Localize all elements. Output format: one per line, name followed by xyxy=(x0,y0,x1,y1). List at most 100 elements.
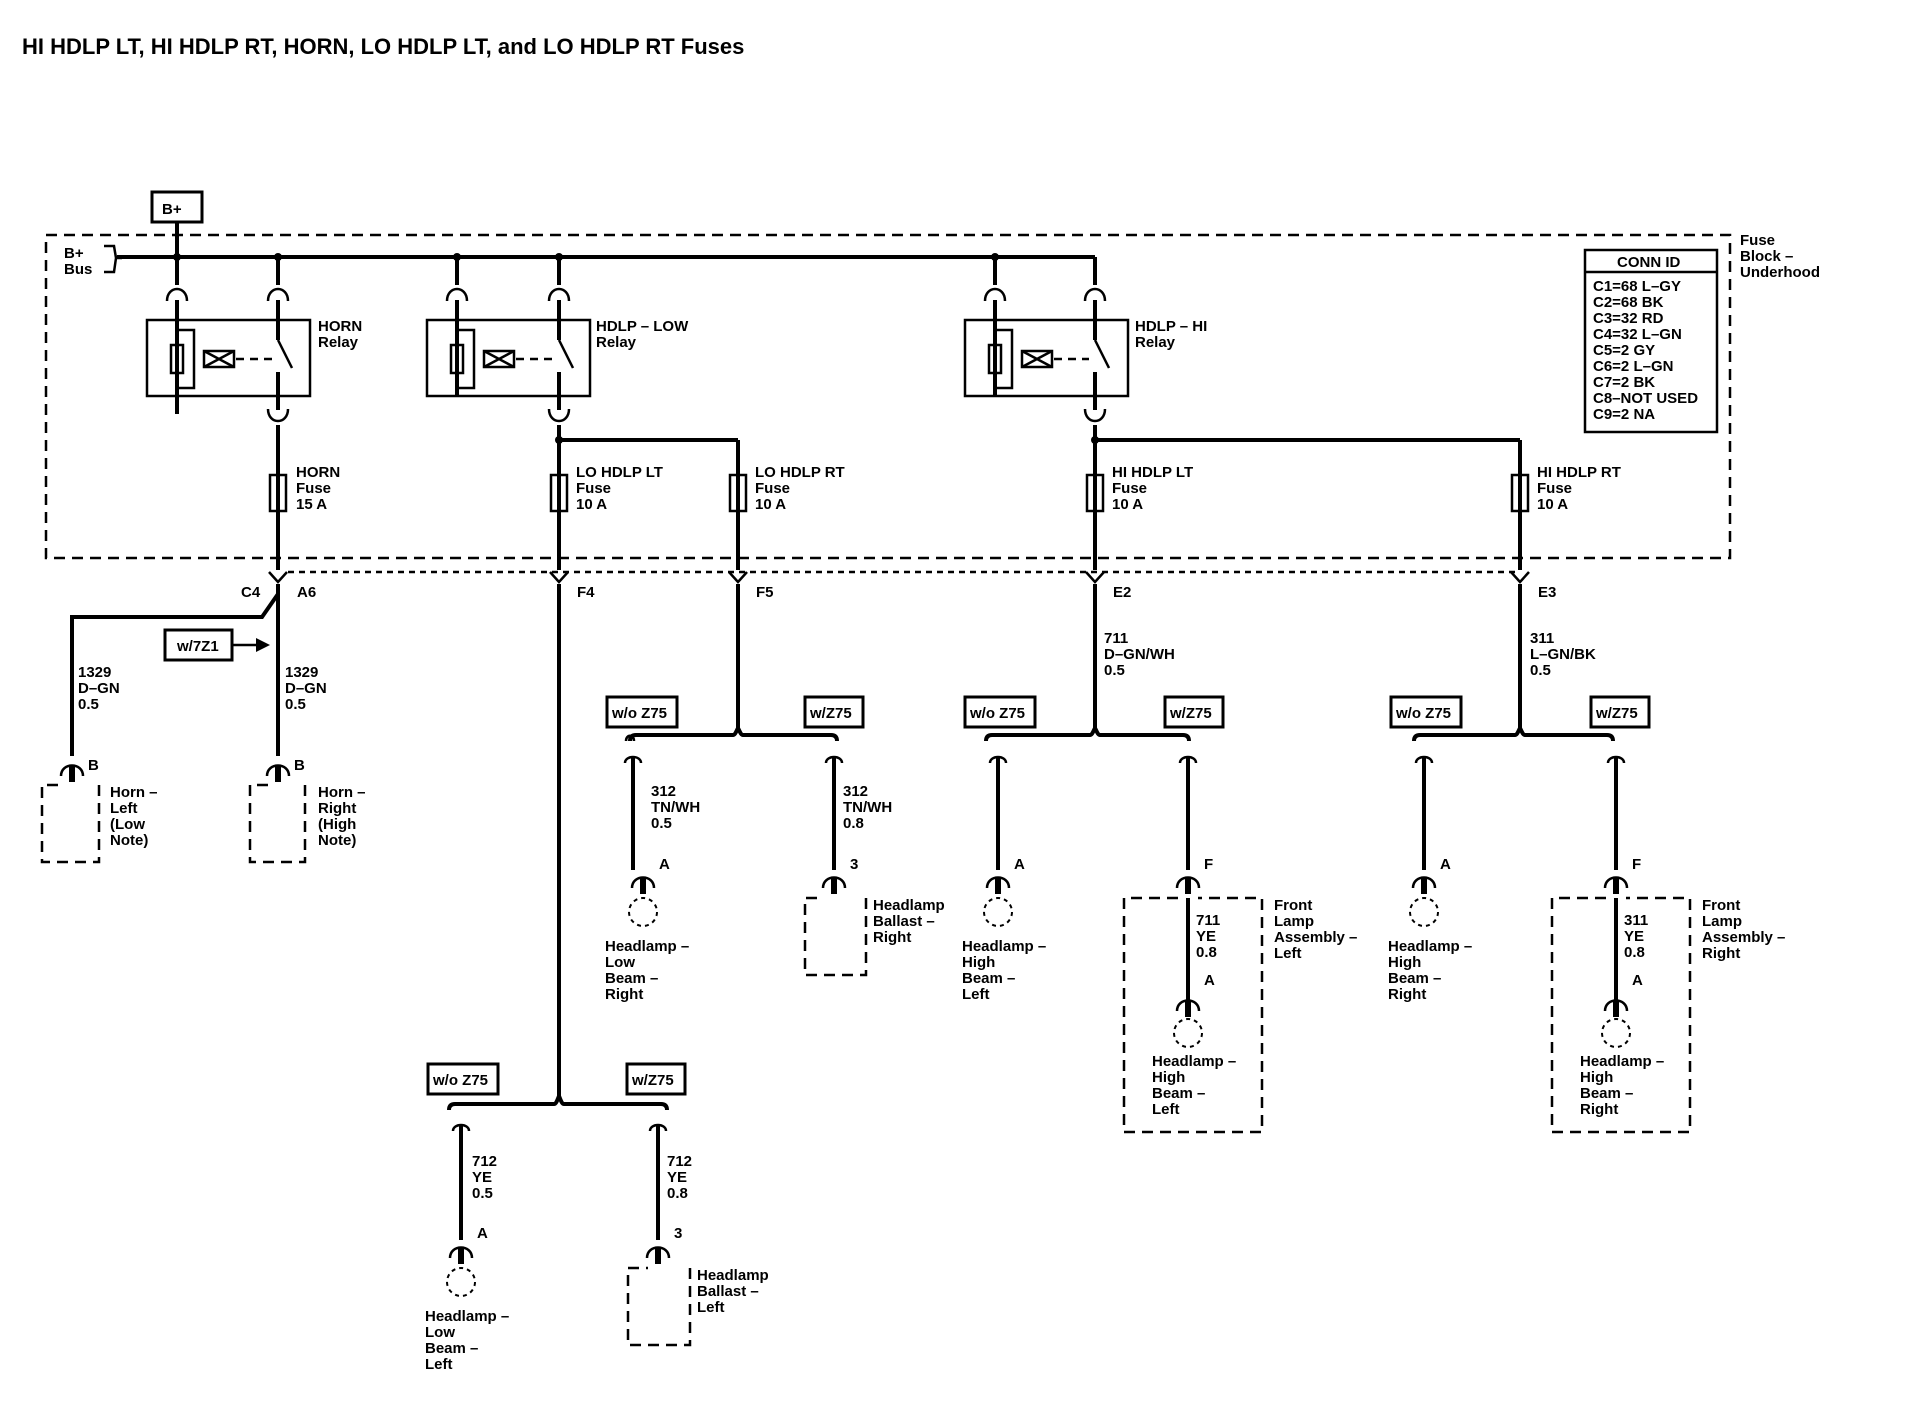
hi-lt-w-z75-label: w/Z75 xyxy=(1163,695,1225,729)
svg-text:Headlamp: Headlamp xyxy=(697,1267,769,1284)
svg-text:Lamp: Lamp xyxy=(1702,913,1742,930)
wz71-option-label: w/7Z1 xyxy=(163,628,270,662)
svg-text:Left: Left xyxy=(110,800,138,817)
lo-rt-wire-a-label: 312 TN/WH 0.5 xyxy=(651,783,700,832)
svg-text:Bus: Bus xyxy=(64,261,92,278)
headlamp-ballast-left: 3 Headlamp Ballast – Left xyxy=(626,1225,769,1347)
svg-text:Note): Note) xyxy=(318,832,356,849)
horn-left: B Horn – Left (Low Note) xyxy=(40,757,158,864)
svg-text:Relay: Relay xyxy=(318,334,359,351)
svg-text:Headlamp: Headlamp xyxy=(873,897,945,914)
svg-text:HI HDLP RT: HI HDLP RT xyxy=(1537,464,1621,481)
svg-text:0.8: 0.8 xyxy=(1196,944,1217,961)
svg-text:C7=2 BK: C7=2 BK xyxy=(1593,374,1655,391)
battery-source: B+ xyxy=(150,190,204,224)
svg-text:C5=2 GY: C5=2 GY xyxy=(1593,342,1655,359)
hi-hdlp-lt-fuse: HI HDLP LT Fuse 10 A xyxy=(1085,464,1193,513)
lo-hdlp-lt-fuse: LO HDLP LT Fuse 10 A xyxy=(549,464,663,513)
svg-text:HDLP – LOW: HDLP – LOW xyxy=(596,318,689,335)
svg-text:Fuse: Fuse xyxy=(1740,232,1775,249)
svg-text:Right: Right xyxy=(318,800,356,817)
svg-text:Left: Left xyxy=(1274,945,1302,962)
svg-text:Fuse: Fuse xyxy=(1112,480,1147,497)
svg-text:10 A: 10 A xyxy=(576,496,607,513)
svg-text:10 A: 10 A xyxy=(1112,496,1143,513)
lo-lt-wire-b-label: 712 YE 0.8 xyxy=(667,1153,692,1202)
svg-text:Ballast –: Ballast – xyxy=(697,1283,759,1300)
svg-text:High: High xyxy=(1152,1069,1185,1086)
svg-text:10 A: 10 A xyxy=(1537,496,1568,513)
svg-text:15 A: 15 A xyxy=(296,496,327,513)
svg-text:Ballast –: Ballast – xyxy=(873,913,935,930)
svg-text:D–GN: D–GN xyxy=(285,680,327,697)
svg-text:w/Z75: w/Z75 xyxy=(1169,705,1212,722)
horn-right: B Horn – Right (High Note) xyxy=(248,757,366,864)
svg-text:(High: (High xyxy=(318,816,356,833)
svg-text:High: High xyxy=(962,954,995,971)
fuse-block-label: Fuse Block – Underhood xyxy=(1740,232,1820,281)
svg-text:311: 311 xyxy=(1530,630,1554,647)
svg-text:Right: Right xyxy=(1702,945,1740,962)
svg-text:0.5: 0.5 xyxy=(1104,662,1125,679)
svg-text:w/o Z75: w/o Z75 xyxy=(1395,705,1451,722)
svg-text:Low: Low xyxy=(605,954,635,971)
svg-text:311: 311 xyxy=(1624,912,1648,929)
svg-text:C4: C4 xyxy=(241,584,261,601)
svg-text:A: A xyxy=(1204,972,1215,989)
svg-text:LO HDLP RT: LO HDLP RT xyxy=(755,464,845,481)
svg-text:F4: F4 xyxy=(577,584,595,601)
headlamp-high-beam-left: A Headlamp – High Beam – Left xyxy=(962,856,1046,1003)
svg-text:Headlamp –: Headlamp – xyxy=(962,938,1046,955)
svg-text:Left: Left xyxy=(962,986,990,1003)
svg-text:Underhood: Underhood xyxy=(1740,264,1820,281)
svg-text:B: B xyxy=(88,757,99,774)
svg-text:712: 712 xyxy=(667,1153,692,1170)
svg-text:C1=68 L–GY: C1=68 L–GY xyxy=(1593,278,1681,295)
svg-text:312: 312 xyxy=(843,783,868,800)
svg-text:w/Z75: w/Z75 xyxy=(809,705,852,722)
svg-text:Headlamp –: Headlamp – xyxy=(1152,1053,1236,1070)
pin-labels: C4 A6 F4 F5 E2 E3 xyxy=(241,584,1556,601)
svg-text:F5: F5 xyxy=(756,584,774,601)
svg-text:w/o Z75: w/o Z75 xyxy=(969,705,1025,722)
lo-rt-wire-b-label: 312 TN/WH 0.8 xyxy=(843,783,892,832)
svg-text:0.8: 0.8 xyxy=(843,815,864,832)
lo-rt-w-z75-label: w/Z75 xyxy=(803,695,865,729)
svg-text:High: High xyxy=(1388,954,1421,971)
svg-text:0.5: 0.5 xyxy=(472,1185,493,1202)
svg-text:Right: Right xyxy=(1580,1101,1618,1118)
svg-text:C3=32 RD: C3=32 RD xyxy=(1593,310,1664,327)
svg-text:High: High xyxy=(1580,1069,1613,1086)
svg-text:Relay: Relay xyxy=(1135,334,1176,351)
svg-text:w/Z75: w/Z75 xyxy=(1595,705,1638,722)
svg-text:A: A xyxy=(1632,972,1643,989)
svg-text:Assembly –: Assembly – xyxy=(1702,929,1785,946)
svg-text:YE: YE xyxy=(1624,928,1644,945)
svg-text:D–GN/WH: D–GN/WH xyxy=(1104,646,1175,663)
svg-text:Fuse: Fuse xyxy=(576,480,611,497)
svg-text:C4=32 L–GN: C4=32 L–GN xyxy=(1593,326,1682,343)
svg-text:Headlamp –: Headlamp – xyxy=(605,938,689,955)
svg-text:Assembly –: Assembly – xyxy=(1274,929,1357,946)
hdlp-low-relay: HDLP – LOW Relay xyxy=(425,300,689,410)
svg-text:A6: A6 xyxy=(297,584,316,601)
svg-text:HDLP – HI: HDLP – HI xyxy=(1135,318,1207,335)
svg-text:A: A xyxy=(477,1225,488,1242)
svg-text:1329: 1329 xyxy=(285,664,318,681)
svg-text:0.5: 0.5 xyxy=(285,696,306,713)
svg-text:1329: 1329 xyxy=(78,664,111,681)
svg-text:0.5: 0.5 xyxy=(78,696,99,713)
svg-text:A: A xyxy=(1014,856,1025,873)
svg-text:10 A: 10 A xyxy=(755,496,786,513)
svg-text:LO HDLP LT: LO HDLP LT xyxy=(576,464,663,481)
svg-text:TN/WH: TN/WH xyxy=(843,799,892,816)
fuse-block-outline xyxy=(44,233,1732,560)
svg-text:Relay: Relay xyxy=(596,334,637,351)
svg-text:0.8: 0.8 xyxy=(1624,944,1645,961)
svg-text:HORN: HORN xyxy=(318,318,362,335)
headlamp-low-beam-right: A Headlamp – Low Beam – Right xyxy=(605,856,689,1003)
svg-text:w/o Z75: w/o Z75 xyxy=(432,1072,488,1089)
page-title: HI HDLP LT, HI HDLP RT, HORN, LO HDLP LT… xyxy=(22,34,744,59)
svg-text:711: 711 xyxy=(1104,630,1128,647)
